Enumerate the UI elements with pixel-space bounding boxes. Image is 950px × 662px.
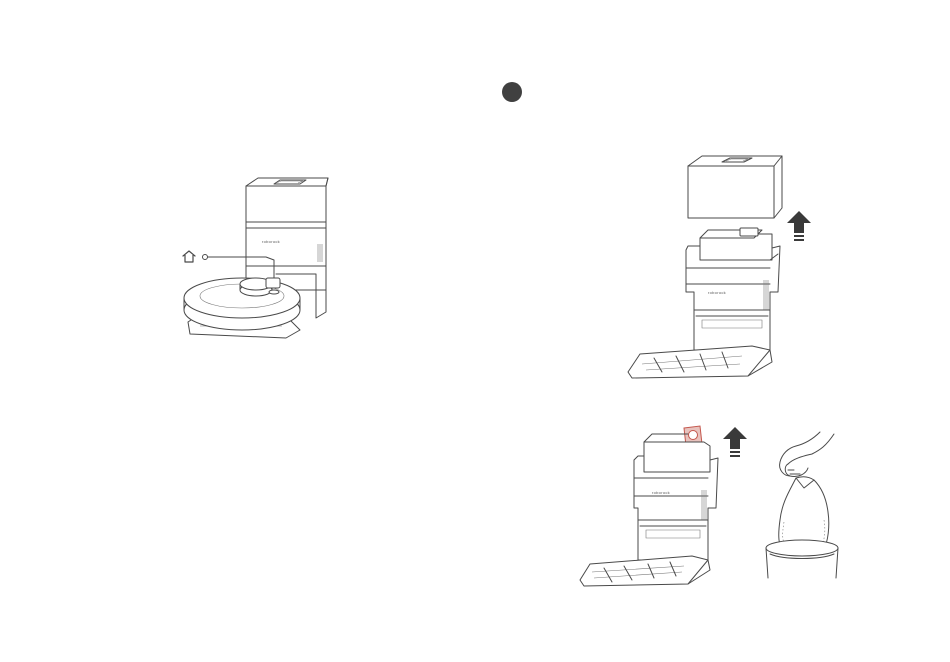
step-marker	[502, 82, 522, 102]
arrow-up-icon	[787, 211, 811, 243]
dock-brand-label: roborock	[262, 239, 280, 244]
robot-on-dock-illustration: roborock	[170, 170, 350, 350]
dock-brand-label: roborock	[708, 290, 726, 295]
arrow-up-icon	[723, 427, 747, 459]
lift-dock-cover-illustration: roborock	[622, 150, 842, 390]
home-icon	[181, 250, 197, 264]
dock-brand-label: roborock	[652, 490, 670, 495]
dispose-dust-bag-illustration	[760, 430, 850, 582]
